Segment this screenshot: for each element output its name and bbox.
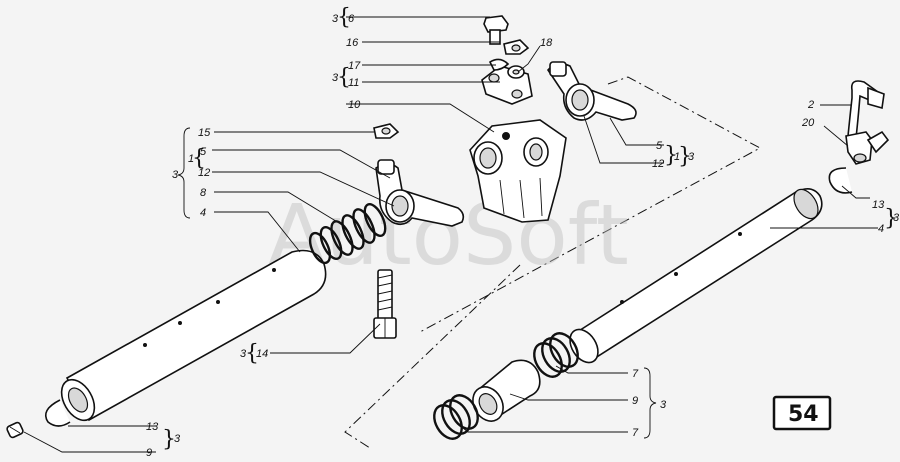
callout-7: 7 (632, 427, 639, 439)
spacer-sleeve-9 (472, 359, 541, 422)
callout-12: 12 (652, 158, 664, 170)
callout-10: 10 (348, 99, 361, 111)
brace-797 (643, 367, 657, 439)
callout-20: 20 (801, 117, 815, 129)
brace: } (162, 427, 176, 452)
right-rocker-shaft (569, 188, 823, 364)
callout-qty: 3 (332, 72, 339, 84)
callout-labels: 3 { 6 16 18 3 { 17 11 10 15 3 1 { 5 12 8… (146, 5, 900, 459)
left-rocker-shaft (60, 249, 327, 422)
callout-qty: 3 (174, 433, 181, 445)
callout-5: 5 (200, 146, 207, 158)
brace: } (678, 144, 692, 169)
callout-qty: 3 (893, 212, 900, 224)
brace: } (664, 143, 678, 168)
callout-qty: 3 (688, 151, 695, 163)
circlip-13-left (44, 399, 71, 427)
callout-qty: 3 (332, 13, 339, 25)
callout-4: 4 (878, 223, 884, 235)
callout-2: 2 (807, 99, 814, 111)
sheet-number: 54 (788, 402, 819, 427)
brace: { (337, 5, 351, 30)
callout-13: 13 (872, 199, 885, 211)
spring-8 (308, 203, 387, 265)
callout-13: 13 (146, 421, 159, 433)
lock-nut-15 (373, 123, 400, 139)
callout-14: 14 (256, 348, 268, 360)
callout-9: 9 (146, 447, 152, 459)
bolt-6 (483, 15, 509, 45)
washer-16 (503, 39, 530, 55)
sheet-number-box: 54 (772, 395, 832, 431)
callout-qty: 3 (660, 399, 667, 411)
callout-17: 17 (348, 60, 361, 72)
callout-15: 15 (198, 127, 211, 139)
oil-pipe-2 (845, 80, 890, 165)
brace: } (884, 206, 898, 231)
axis-line-upper (419, 76, 762, 333)
brace-left-group (177, 127, 191, 219)
brace: { (245, 341, 259, 366)
brace: { (337, 65, 351, 90)
adjusting-screw-14 (373, 269, 397, 339)
spring-7-upper (533, 332, 579, 378)
watermark: AutoSoft (268, 186, 629, 284)
axis-line-lower (344, 264, 521, 449)
rocker-shaft-bracket-10 (469, 119, 567, 223)
callout-7: 7 (632, 368, 639, 380)
callout-qty: 3 (172, 169, 179, 181)
callout-5: 5 (656, 140, 663, 152)
callout-9: 9 (632, 395, 638, 407)
lock-plate-17-11 (481, 58, 533, 105)
callout-12: 12 (198, 167, 210, 179)
callout-8: 8 (200, 187, 207, 199)
callout-16: 16 (346, 37, 359, 49)
brace: { (192, 146, 206, 171)
callout-qty: 3 (240, 348, 247, 360)
rocker-arm-left (375, 159, 465, 227)
grub-screw-9-left (6, 421, 24, 439)
callout-sub: 1 (674, 151, 680, 163)
callout-18: 18 (540, 37, 553, 49)
callout-4: 4 (200, 207, 206, 219)
rocker-arm-right (547, 61, 637, 121)
callout-6: 6 (348, 13, 355, 25)
callout-11: 11 (348, 77, 359, 89)
callout-sub: 1 (188, 153, 194, 165)
leader-lines (23, 16, 878, 453)
spring-7-lower (433, 394, 479, 440)
circlip-13-right (828, 167, 853, 194)
